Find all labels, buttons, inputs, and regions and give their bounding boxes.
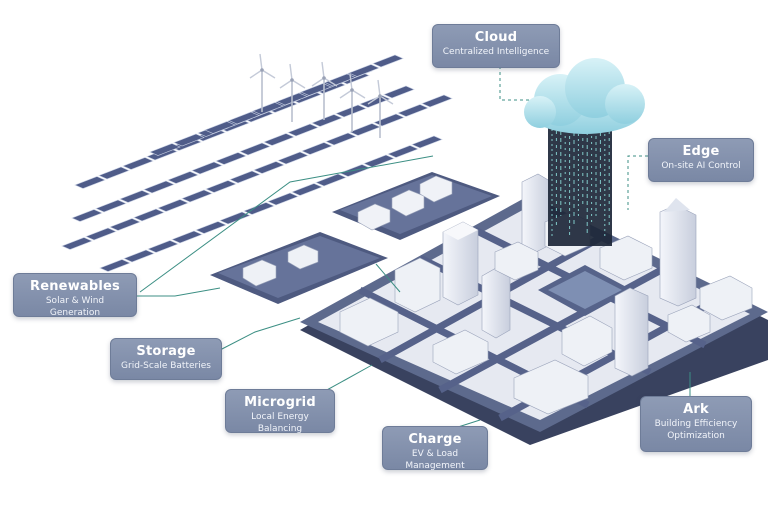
solar-panel-icon xyxy=(383,85,415,99)
wind-turbine-icon xyxy=(311,61,338,120)
building-icon xyxy=(442,221,479,306)
solar-panel-icon xyxy=(61,237,93,250)
storage-title: Storage xyxy=(136,344,196,359)
solar-panel-icon xyxy=(411,135,443,149)
solar-panel-icon xyxy=(311,114,343,127)
microgrid-subtitle: Local Energy Balancing xyxy=(251,412,309,434)
solar-panel-icon xyxy=(215,152,247,165)
cloud-callout: Cloud Centralized Intelligence xyxy=(432,24,560,68)
solar-panel-icon xyxy=(263,133,295,146)
solar-panel-icon xyxy=(372,54,404,68)
cloud-title: Cloud xyxy=(474,30,518,45)
solar-panel-icon xyxy=(204,121,236,134)
edge-subtitle: On-site AI Control xyxy=(661,161,741,171)
solar-panel-icon xyxy=(267,192,299,206)
renewables-callout: Renewables Solar & Wind Generation xyxy=(13,273,137,318)
solar-panel-icon xyxy=(109,218,141,231)
solar-panel-icon xyxy=(149,143,181,156)
solar-panel-icon xyxy=(147,240,179,253)
solar-panel-icon xyxy=(373,113,405,127)
ark-subtitle-line2: Optimization xyxy=(667,431,725,441)
cloud-subtitle: Centralized Intelligence xyxy=(442,47,550,57)
solar-panel-icon xyxy=(133,208,165,222)
solar-panel-icon xyxy=(287,123,319,137)
solar-panel-icon xyxy=(143,180,175,194)
building-icon xyxy=(481,267,511,339)
microgrid-callout: Microgrid Local Energy Balancing xyxy=(225,389,335,434)
charge-callout: Charge EV & Load Management xyxy=(382,426,488,471)
solar-panel-icon xyxy=(171,230,203,244)
storage-platform xyxy=(332,172,500,240)
cloud-icon xyxy=(524,58,645,134)
ark-callout: Ark Building Efficiency Optimization xyxy=(640,396,752,452)
solar-panel-icon xyxy=(98,166,130,180)
edge-callout: Edge On-site AI Control xyxy=(648,138,754,182)
solar-panel-icon xyxy=(301,142,333,155)
wind-turbine-icon xyxy=(367,79,394,138)
wind-farm xyxy=(249,53,394,138)
wind-turbine-icon xyxy=(279,63,306,122)
solar-panel-icon xyxy=(122,157,154,170)
solar-panel-icon xyxy=(421,94,453,108)
solar-panel-icon xyxy=(74,176,106,189)
solar-panel-icon xyxy=(335,104,367,118)
solar-panel-icon xyxy=(99,259,131,272)
solar-panel-icon xyxy=(181,189,213,203)
solar-panel-icon xyxy=(167,171,199,184)
solar-panel-icon xyxy=(387,145,419,158)
edge-title: Edge xyxy=(682,144,720,159)
storage-callout: Storage Grid-Scale Batteries xyxy=(110,338,222,380)
solar-panel-icon xyxy=(397,104,429,117)
solar-panel-icon xyxy=(205,180,237,193)
solar-panel-icon xyxy=(315,173,347,187)
solar-panel-icon xyxy=(85,227,117,241)
solar-panel-icon xyxy=(252,102,284,115)
solar-panel-icon xyxy=(173,133,205,147)
solar-panel-icon xyxy=(359,95,391,108)
solar-panel-icon xyxy=(363,154,395,168)
solar-panel-icon xyxy=(291,183,323,196)
solar-panel-icon xyxy=(348,64,380,77)
solar-panel-icon xyxy=(239,142,271,156)
wind-turbine-icon xyxy=(339,73,366,132)
solar-panel-icon xyxy=(195,221,227,234)
solar-panel-icon xyxy=(253,161,285,174)
microgrid-title: Microgrid xyxy=(244,395,316,410)
solar-panel-icon xyxy=(157,199,189,212)
renewables-subtitle: Solar & Wind Generation xyxy=(45,296,105,318)
solar-panel-icon xyxy=(119,190,151,203)
solar-panel-icon xyxy=(325,132,357,146)
wind-turbine-icon xyxy=(249,53,276,112)
solar-panel-icon xyxy=(229,170,261,184)
solar-panel-icon xyxy=(191,161,223,175)
solar-panel-icon xyxy=(349,123,381,136)
solar-panel-icon xyxy=(123,249,155,263)
solar-panel-icon xyxy=(228,111,260,125)
charge-subtitle: EV & Load Management xyxy=(405,449,465,471)
solar-panel-icon xyxy=(277,151,309,165)
ark-subtitle-line1: Building Efficiency xyxy=(654,419,738,429)
ark-title: Ark xyxy=(683,402,709,417)
renewables-title: Renewables xyxy=(30,279,120,294)
data-stream xyxy=(548,118,612,246)
solar-panel-icon xyxy=(95,199,127,213)
building-icon xyxy=(614,287,649,377)
solar-panel-icon xyxy=(219,211,251,225)
battery-icon xyxy=(210,232,388,304)
building-icon xyxy=(659,198,697,307)
charge-title: Charge xyxy=(408,432,462,447)
storage-subtitle: Grid-Scale Batteries xyxy=(121,361,211,371)
solar-panel-icon xyxy=(71,209,103,222)
